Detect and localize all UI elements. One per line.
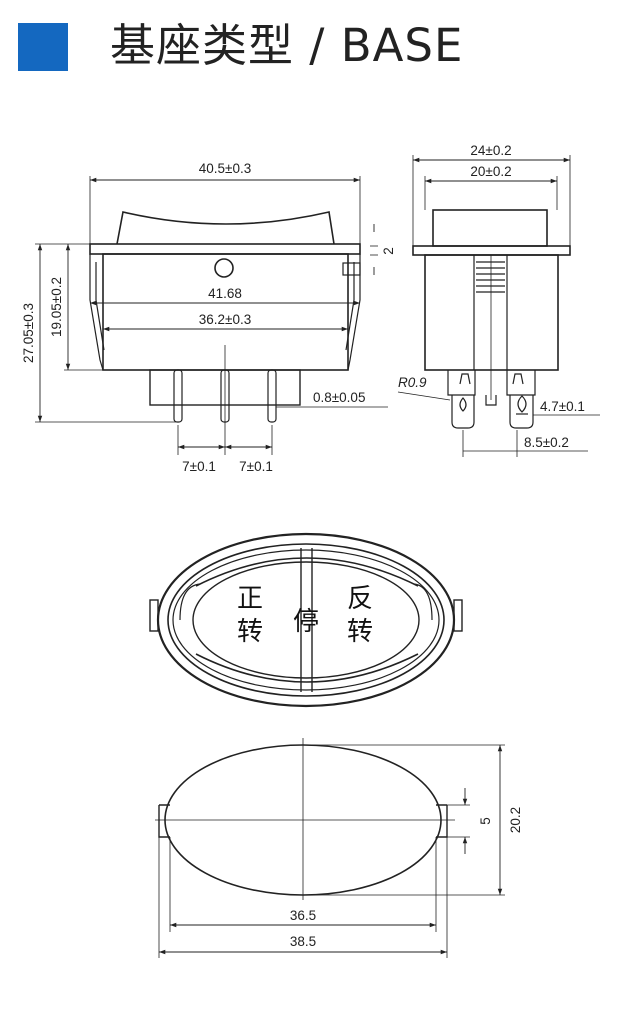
label-reverse-2: 转 [347, 617, 373, 647]
dim-radius: R0.9 [398, 375, 427, 390]
header: 基座类型 / BASE [0, 0, 624, 90]
dim-end-inner-width: 20±0.2 [470, 164, 511, 179]
label-forward-1: 正 [237, 584, 263, 614]
dim-inner-width: 36.2±0.3 [199, 312, 251, 327]
dim-terminal-width: 4.7±0.1 [540, 399, 585, 414]
label-reverse-1: 反 [347, 584, 373, 614]
dim-notch: 5 [478, 817, 493, 825]
dim-cutout-inner-width: 36.5 [290, 908, 316, 923]
top-view: 正 转 停 反 转 [149, 532, 463, 708]
dim-terminal-thickness: 0.8±0.05 [313, 390, 365, 405]
dim-end-outer-width: 24±0.2 [470, 143, 511, 158]
side-view: 40.5±0.3 41.68 36.2±0.3 27.05±0.3 19.05±… [21, 161, 388, 474]
end-view: 24±0.2 20±0.2 2 R0.9 4.7±0.1 8.5±0.2 [370, 143, 600, 457]
dim-overall-width: 40.5±0.3 [199, 161, 251, 176]
dim-terminal-spacing: 8.5±0.2 [524, 435, 569, 450]
dim-flange: 2 [381, 247, 396, 255]
dim-panel-hole: 41.68 [208, 286, 242, 301]
cutout-view: 20.2 5 36.5 38.5 [155, 738, 523, 958]
header-accent-block [18, 23, 68, 71]
label-forward-2: 转 [237, 617, 263, 647]
label-stop: 停 [293, 607, 319, 637]
dim-pitch-left: 7±0.1 [182, 459, 216, 474]
dim-pitch-right: 7±0.1 [239, 459, 273, 474]
page-title: 基座类型 / BASE [110, 19, 464, 72]
dim-total-height: 27.05±0.3 [21, 303, 36, 363]
dim-body-height: 19.05±0.2 [49, 277, 64, 337]
dim-cutout-outer-width: 38.5 [290, 934, 316, 949]
dim-cutout-height: 20.2 [508, 807, 523, 833]
led-indicator [214, 258, 234, 278]
